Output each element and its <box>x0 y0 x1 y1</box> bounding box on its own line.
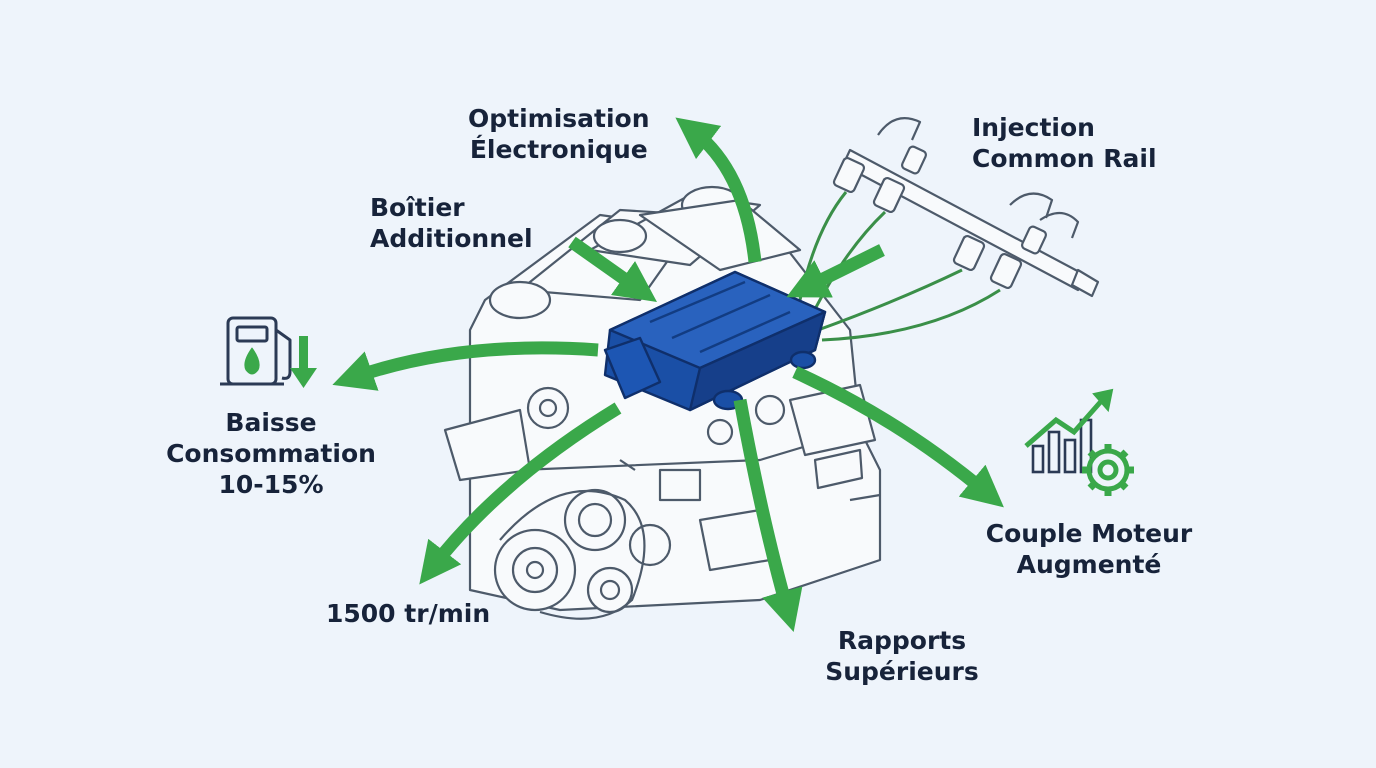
label-injection-line1: Injection <box>972 113 1095 142</box>
label-boitier: Boîtier Additionnel <box>370 192 533 254</box>
arrow-rapports <box>733 398 803 633</box>
fuel-pump-icon <box>220 316 292 386</box>
common-rail <box>832 117 1100 298</box>
label-optimisation-line2: Électronique <box>469 135 648 164</box>
label-injection-line2: Common Rail <box>972 144 1157 173</box>
label-rapports-line1: Rapports <box>837 626 967 655</box>
label-rapports-line2: Supérieurs <box>825 657 979 686</box>
label-boitier-line2: Additionnel <box>370 224 533 253</box>
label-rapports: Rapports Supérieurs <box>818 625 986 687</box>
arrow-regime <box>419 402 622 585</box>
ecu-module <box>603 270 827 412</box>
label-consommation-line2: Consommation <box>166 439 376 468</box>
effect-arrows <box>332 117 1004 633</box>
arrow-boitier <box>568 236 657 302</box>
label-couple-line1: Couple Moteur <box>985 519 1193 548</box>
bar-chart-growth-icon <box>1024 388 1114 474</box>
label-consommation-line1: Baisse <box>225 408 317 437</box>
label-couple: Couple Moteur Augmenté <box>980 518 1198 580</box>
engine-block <box>443 185 882 620</box>
arrow-consommation <box>332 341 599 391</box>
label-consommation-line3: 10-15% <box>218 470 324 499</box>
arrow-down-icon <box>290 336 317 388</box>
gear-icon <box>1082 444 1134 496</box>
arrow-injection-in <box>786 244 885 298</box>
label-injection: Injection Common Rail <box>972 112 1157 174</box>
label-regime: 1500 tr/min <box>326 598 490 629</box>
label-boitier-line1: Boîtier <box>370 193 465 222</box>
arrow-couple <box>792 366 1004 508</box>
label-optimisation-line1: Optimisation <box>468 104 650 133</box>
label-consommation: Baisse Consommation 10-15% <box>160 407 382 500</box>
label-regime-line1: 1500 tr/min <box>326 599 491 628</box>
label-optimisation: Optimisation Électronique <box>468 103 650 165</box>
arrow-optimisation <box>675 117 762 263</box>
label-couple-line2: Augmenté <box>1016 550 1162 579</box>
